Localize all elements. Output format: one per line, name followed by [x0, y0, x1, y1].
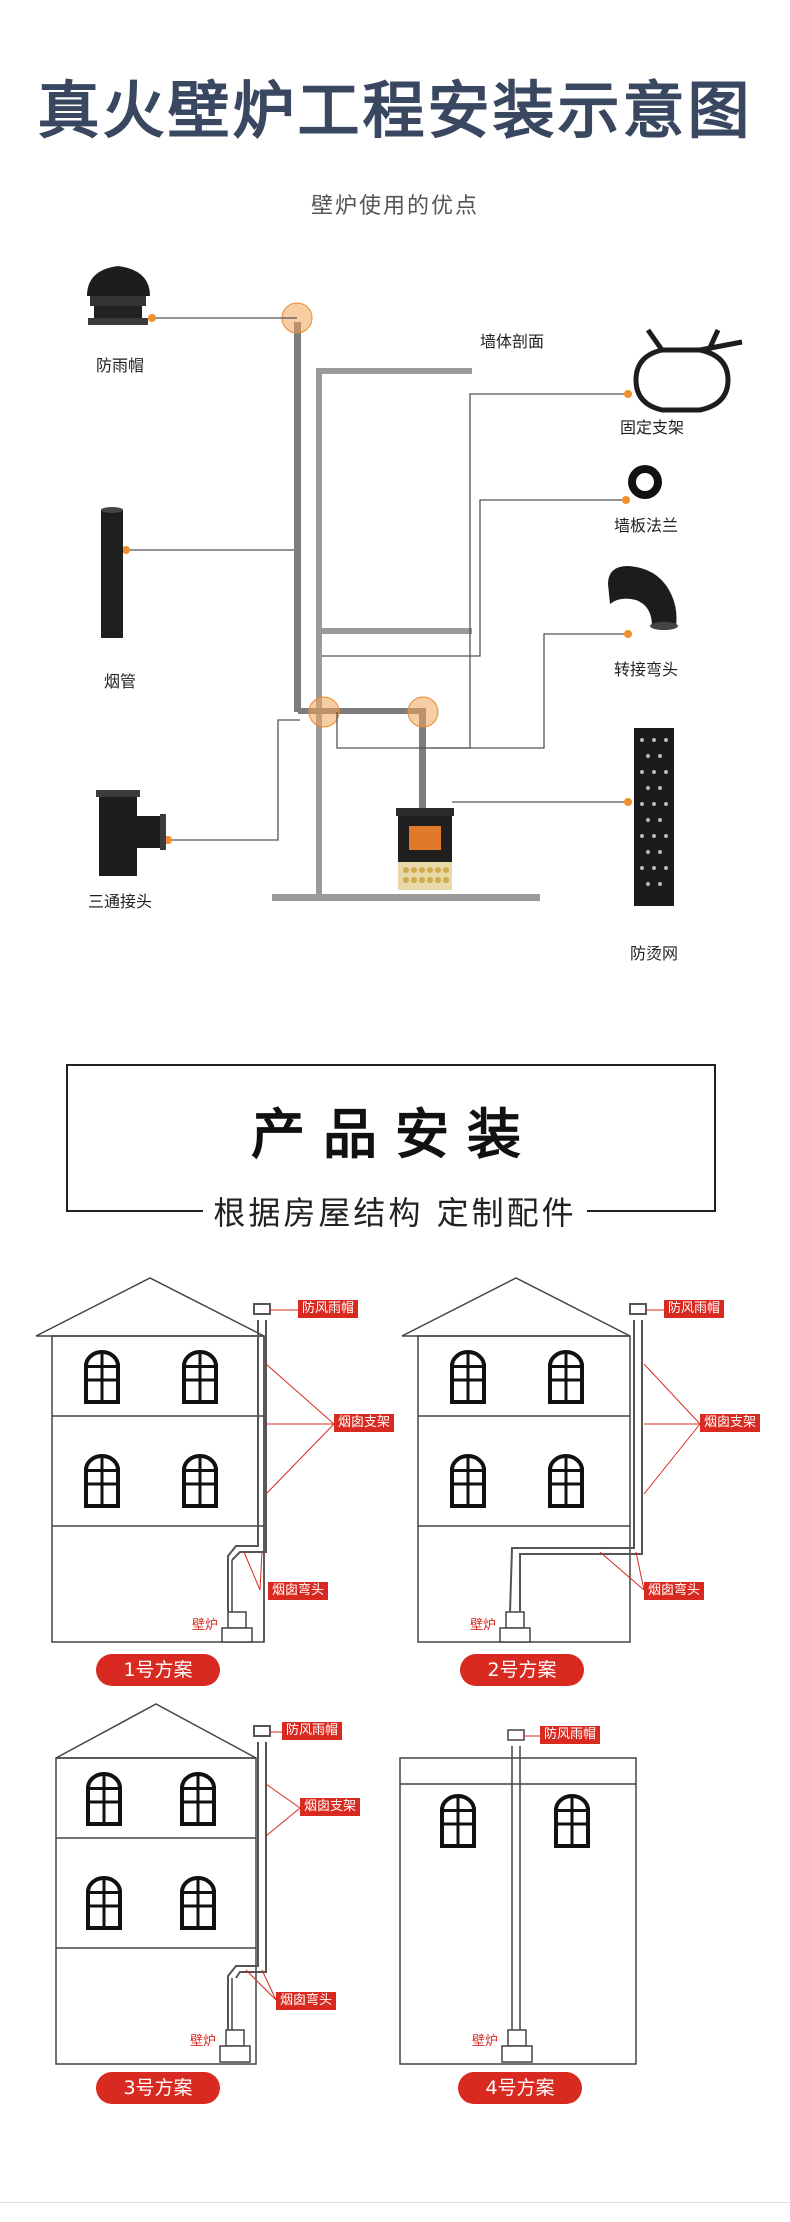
plan-3-support-tag: 烟囱支架 [300, 1798, 361, 1816]
leader-lines [126, 317, 628, 841]
plan-4-cap-tag: 防风雨帽 [540, 1726, 601, 1744]
plan-2-house [401, 1277, 631, 1643]
flange-icon [628, 465, 662, 499]
plan-1-stove-label: 壁炉 [192, 1618, 219, 1633]
page-subtitle: 壁炉使用的优点 [310, 194, 479, 219]
label-chimney-pipe: 烟管 [104, 672, 137, 691]
elbow-icon [608, 566, 678, 630]
plan-3-pill: 3号方案 [96, 2072, 220, 2104]
plan-3-cap-tag: 防风雨帽 [282, 1722, 343, 1740]
install-subtitle: 根据房屋结构 定制配件 [203, 1194, 587, 1232]
guard-icon [634, 728, 674, 906]
wall-section [272, 368, 540, 901]
tee-joint-icon [96, 790, 166, 876]
plan-4-windows [440, 1794, 590, 1848]
plan-1-house [35, 1277, 265, 1643]
plan-1-cap-tag: 防风雨帽 [298, 1300, 359, 1318]
install-subtitle-wrap: 根据房屋结构 定制配件 [0, 1188, 790, 1234]
plan-1-leaders [243, 1309, 335, 1591]
plan-3-flue [227, 1725, 271, 2030]
plan-3-elbow-tag: 烟囱弯头 [276, 1992, 337, 2010]
plan-3-stove-label: 壁炉 [190, 2034, 217, 2049]
plan-4-stove-label: 壁炉 [472, 2034, 499, 2049]
plan-1-windows [84, 1350, 218, 1508]
rain-cap-icon [87, 266, 150, 325]
plan-2-cap-tag: 防风雨帽 [664, 1300, 725, 1318]
page-title: 真火壁炉工程安装示意图 [37, 74, 753, 147]
label-rain-cap: 防雨帽 [96, 356, 145, 375]
plan-2-support-tag: 烟囱支架 [700, 1414, 761, 1432]
callout-dots [122, 314, 632, 844]
plan-2-elbow-tag: 烟囱弯头 [644, 1582, 705, 1600]
plan-1-elbow-tag: 烟囱弯头 [268, 1582, 329, 1600]
label-wall-section: 墙体剖面 [480, 332, 545, 351]
label-guard: 防烫网 [630, 944, 679, 963]
plan-1-pill: 1号方案 [96, 1654, 220, 1686]
bottom-divider [0, 2202, 790, 2203]
plan-2-windows [450, 1350, 584, 1508]
label-bracket: 固定支架 [620, 418, 685, 437]
plan-3-windows [86, 1772, 216, 1930]
install-title: 产品安装 [251, 1103, 539, 1166]
plan-1-flue [227, 1303, 271, 1612]
plan-2-stove-label: 壁炉 [470, 1618, 497, 1633]
bracket-icon [633, 328, 743, 413]
installation-diagram [87, 266, 743, 906]
chimney-pipe-icon [101, 507, 123, 638]
plan-2-leaders [599, 1309, 701, 1591]
chimney-flue [294, 322, 426, 808]
stove-icon [396, 808, 454, 890]
plan-4-pill: 4号方案 [458, 2072, 582, 2104]
plan-1-support-tag: 烟囱支架 [334, 1414, 395, 1432]
label-flange: 墙板法兰 [614, 516, 679, 535]
plan-3-house [55, 1703, 257, 2065]
label-elbow: 转接弯头 [614, 660, 679, 679]
label-tee: 三通接头 [88, 892, 153, 911]
plan-4-house [399, 1729, 637, 2065]
plan-2-flue [509, 1303, 647, 1613]
plan-2-pill: 2号方案 [460, 1654, 584, 1686]
plan-3-leaders [245, 1731, 301, 2001]
